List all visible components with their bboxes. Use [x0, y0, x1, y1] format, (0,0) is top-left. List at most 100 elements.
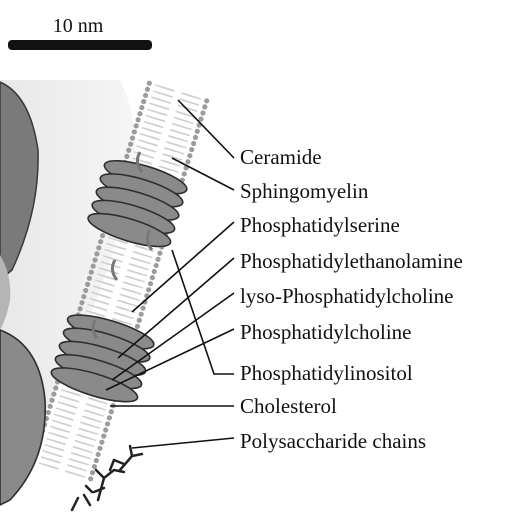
scale-bar: 10 nm [8, 15, 152, 50]
lipid-tail [56, 408, 73, 413]
lipid-head [204, 98, 209, 103]
lipid-head [49, 398, 54, 403]
lipid-tail [133, 258, 150, 263]
lipid-tail [153, 91, 170, 96]
lipid-tail [45, 445, 62, 450]
lipid-tail [144, 122, 161, 127]
lipid-tail [120, 301, 137, 306]
label-cholesterol: Cholesterol [240, 394, 337, 418]
lipid-head [92, 464, 97, 469]
lipid-tail [176, 118, 193, 123]
lipid-head [145, 87, 150, 92]
lipid-head [83, 288, 88, 293]
lipid-head [148, 281, 153, 286]
lipid-tail [79, 435, 96, 440]
lipid-head [96, 245, 101, 250]
lipid-head [130, 135, 135, 140]
lipid-tail [86, 411, 103, 416]
lipid-head [150, 275, 155, 280]
lipid-head [109, 409, 114, 414]
lipid-tail [167, 149, 184, 154]
lipid-head [97, 446, 102, 451]
lipid-head [98, 239, 103, 244]
lipid-head [154, 263, 159, 268]
lipid-head [141, 99, 146, 104]
lipid-head [91, 264, 96, 269]
lipid-head [132, 129, 137, 134]
lipid-tail [60, 396, 77, 401]
lipid-tail [184, 94, 201, 99]
lipid-tail [136, 146, 153, 151]
lipid-tail [70, 466, 87, 471]
lipid-tail [48, 432, 65, 437]
lipid-tail [58, 402, 75, 407]
label-ceramide: Ceramide [240, 145, 322, 169]
lipid-head [146, 287, 151, 292]
scale-bar-line [8, 40, 152, 50]
lipid-tail [124, 289, 141, 294]
lipid-head [94, 251, 99, 256]
lipid-head [182, 171, 187, 176]
lipid-head [126, 148, 131, 153]
lipid-head [89, 270, 94, 275]
lipid-head [79, 300, 84, 305]
lipid-head [103, 427, 108, 432]
lipid-tail [75, 447, 92, 452]
lipid-head [191, 141, 196, 146]
lipid-head [143, 93, 148, 98]
lipid-tail [81, 429, 98, 434]
lipid-tail [171, 136, 188, 141]
lipid-tail [116, 313, 133, 318]
lipid-tail [43, 451, 60, 456]
lipid-tail [88, 405, 105, 410]
label-phosphatidylcholine: Phosphatidylcholine [240, 320, 412, 344]
lipid-tail [39, 463, 56, 468]
lipid-head [53, 385, 58, 390]
lipid-tail [174, 124, 191, 129]
scale-bar-label: 10 nm [53, 15, 104, 37]
lipid-head [135, 324, 140, 329]
lipid-head [94, 458, 99, 463]
lipid-tail [52, 420, 69, 425]
lipid-tail [47, 439, 64, 444]
lipid-tail [50, 426, 67, 431]
lipid-tail [148, 109, 165, 114]
lipid-tail [146, 115, 163, 120]
lipid-tail [68, 472, 85, 477]
lipid-head [105, 421, 110, 426]
leader-polysaccharide [132, 438, 234, 448]
label-polysaccharide-chains: Polysaccharide chains [240, 429, 426, 453]
lipid-head [81, 294, 86, 299]
lipid-head [124, 154, 129, 159]
lipid-head [128, 142, 133, 147]
lipid-tail [169, 143, 186, 148]
lipid-tail [122, 295, 139, 300]
lipid-head [99, 440, 104, 445]
lipid-head [85, 282, 90, 287]
lipid-head [155, 257, 160, 262]
label-phosphatidylserine: Phosphatidylserine [240, 213, 400, 237]
lipid-head [140, 305, 145, 310]
lipid-head [46, 410, 51, 415]
lipid-head [135, 117, 140, 122]
lipid-tail [173, 130, 190, 135]
lipid-tail [128, 277, 145, 282]
lipid-head [137, 318, 142, 323]
lipid-head [202, 104, 207, 109]
lipid-tail [182, 100, 199, 105]
lipid-head [92, 257, 97, 262]
lipid-head [185, 159, 190, 164]
lipid-tail [142, 128, 159, 133]
label-sphingomyelin: Sphingomyelin [240, 179, 369, 203]
lipid-head [187, 153, 192, 158]
lipid-head [189, 147, 194, 152]
lipid-tail [54, 414, 71, 419]
lipid-head [139, 105, 144, 110]
lipid-tail [77, 441, 94, 446]
lipid-tail [41, 457, 58, 462]
lipid-tail [135, 252, 152, 257]
labels: Ceramide Sphingomyelin Phosphatidylserin… [240, 145, 463, 453]
lipid-head [90, 470, 95, 475]
